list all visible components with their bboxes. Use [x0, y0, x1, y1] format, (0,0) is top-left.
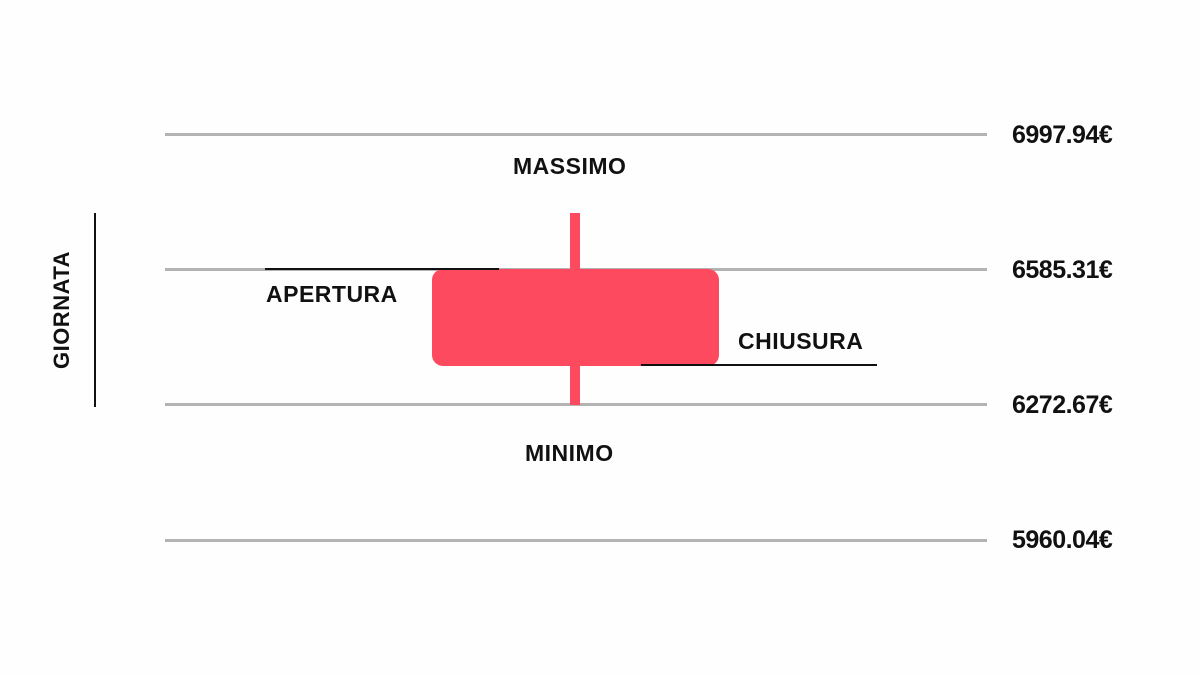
low-label: MINIMO [525, 440, 614, 466]
gridline-bottom [165, 539, 987, 542]
close-label: CHIUSURA [738, 328, 864, 354]
close-marker-line [641, 364, 877, 366]
candle-body [432, 269, 719, 366]
price-label-4: 5960.04€ [1012, 526, 1113, 554]
price-label-3: 6272.67€ [1012, 391, 1113, 419]
period-bracket [94, 213, 96, 407]
price-label-1: 6997.94€ [1012, 121, 1113, 149]
high-label: MASSIMO [513, 153, 627, 179]
open-label: APERTURA [266, 281, 398, 307]
gridline-top [165, 133, 987, 136]
period-label: GIORNATA [49, 250, 74, 370]
price-label-2: 6585.31€ [1012, 256, 1113, 284]
open-marker-line [265, 268, 499, 270]
